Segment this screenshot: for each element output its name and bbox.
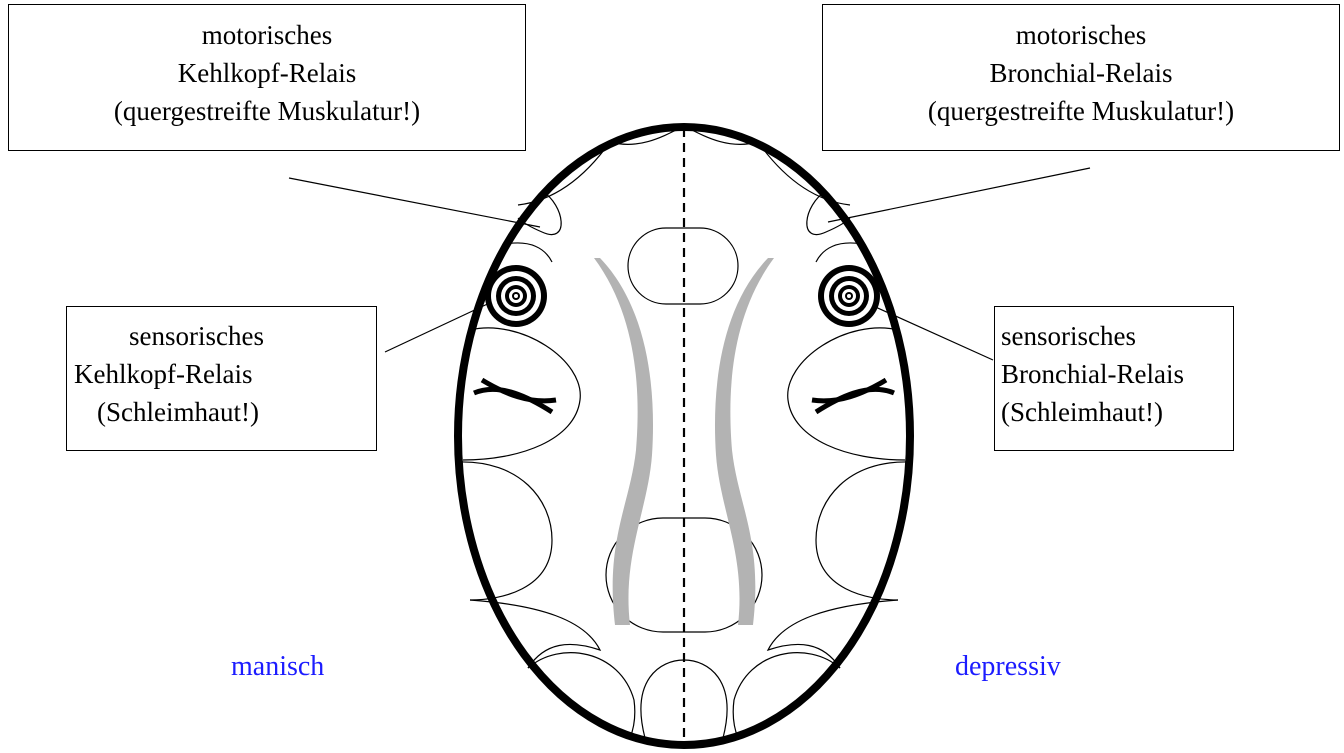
box-sensor-left: sensorisches Kehlkopf-Relais (Schleimhau… xyxy=(66,306,377,451)
connector-sensor-right xyxy=(860,300,993,360)
left-cross-icon xyxy=(474,380,556,412)
box-motor-left-line2: Kehlkopf-Relais xyxy=(9,54,525,92)
lobe-low-left xyxy=(470,600,600,668)
box-sensor-left-line2: Kehlkopf-Relais xyxy=(67,355,376,393)
lobe-boundary-right-1 xyxy=(816,243,862,262)
box-sensor-right-line2: Bronchial-Relais xyxy=(1001,355,1233,393)
box-motor-right: motorisches Bronchial-Relais (quergestre… xyxy=(822,4,1340,151)
ventricle-right xyxy=(715,258,774,625)
lobe-bottom-left xyxy=(528,653,635,738)
box-sensor-right: sensorisches Bronchial-Relais (Schleimha… xyxy=(994,306,1234,451)
box-sensor-right-line3: (Schleimhaut!) xyxy=(1001,393,1233,431)
left-target-icon xyxy=(485,265,547,327)
connector-lines xyxy=(289,168,1090,360)
ventricle-left xyxy=(594,258,653,625)
right-cross-icon xyxy=(812,380,894,412)
lobe-low-right xyxy=(768,600,898,668)
box-motor-left-line1: motorisches xyxy=(9,16,525,54)
lobe-boundary-left-1 xyxy=(506,243,552,262)
right-target-icon xyxy=(818,265,880,327)
box-sensor-left-line1: sensorisches xyxy=(67,317,376,355)
lobe-bottom-right xyxy=(733,653,840,738)
label-manisch: manisch xyxy=(231,651,324,683)
box-motor-right-line3: (quergestreifte Muskulatur!) xyxy=(823,92,1339,130)
connector-motor-right xyxy=(828,168,1090,222)
box-sensor-right-line1: sensorisches xyxy=(1001,317,1233,355)
connector-motor-left xyxy=(289,178,540,227)
box-motor-left: motorisches Kehlkopf-Relais (quergestrei… xyxy=(8,4,526,151)
box-sensor-left-line3: (Schleimhaut!) xyxy=(67,393,376,431)
label-depressiv: depressiv xyxy=(955,651,1061,683)
box-motor-left-line3: (quergestreifte Muskulatur!) xyxy=(9,92,525,130)
box-motor-right-line2: Bronchial-Relais xyxy=(823,54,1339,92)
box-motor-right-line1: motorisches xyxy=(823,16,1339,54)
